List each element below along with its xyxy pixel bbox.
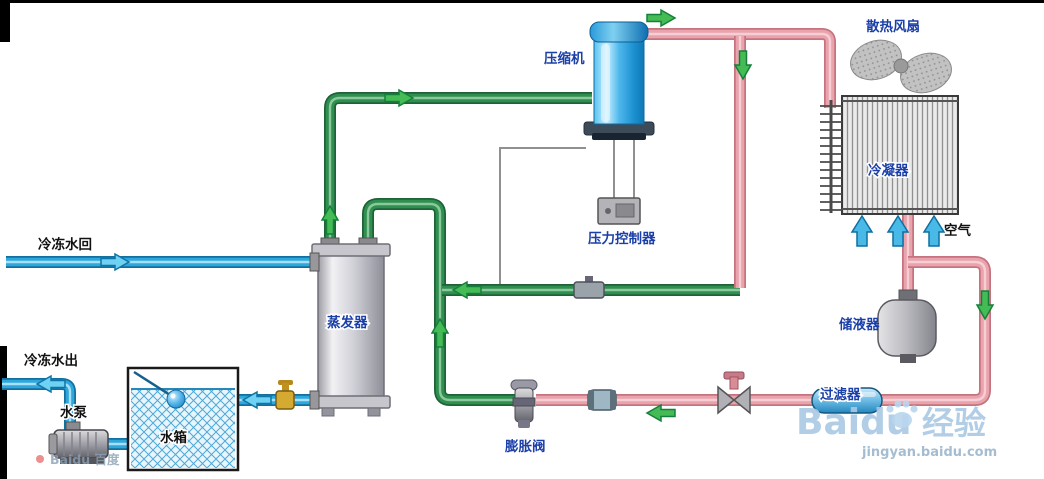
- baidu-jingyan-watermark: Baidu 经验 jingyan.baidu.com: [796, 400, 997, 460]
- compressor-label: 压缩机: [544, 50, 585, 67]
- paw-icon: [886, 400, 918, 428]
- watermark-suffix: 经验: [922, 404, 986, 442]
- scan-edge-top-left: [0, 0, 10, 42]
- scan-edge-bottom-left: [0, 346, 7, 479]
- air-flow-arrows: [851, 215, 945, 247]
- pressure-controller-label: 压力控制器: [588, 230, 656, 247]
- expansion-valve: [510, 379, 538, 428]
- cooling-fan-label: 散热风扇: [866, 18, 920, 35]
- condenser-label: 冷凝器: [868, 162, 909, 179]
- expansion-valve-label: 膨胀阀: [505, 438, 546, 455]
- liquid-receiver: [877, 289, 937, 363]
- liquid-line-valve: [717, 371, 751, 415]
- water-tank-label: 水箱: [160, 429, 187, 446]
- watermark-dot-icon: [36, 455, 44, 463]
- liquid-feed-pipe: [368, 204, 520, 400]
- air-label: 空气: [944, 222, 972, 239]
- condenser: [820, 95, 959, 215]
- chilled-water-return-label: 冷冻水回: [38, 236, 92, 253]
- flow-arrow-left-icon: [646, 404, 676, 422]
- bypass-solenoid: [573, 276, 605, 299]
- filter-drier: [811, 387, 883, 414]
- evaporator-label: 蒸发器: [327, 314, 368, 331]
- compressor: [583, 21, 655, 140]
- air-arrow-icon: [923, 215, 945, 247]
- chilled-water-out-label: 冷冻水出: [24, 352, 78, 369]
- flow-arrow-right-icon: [646, 9, 676, 27]
- tank-line-valve: [275, 380, 295, 410]
- water-tank: [126, 366, 240, 472]
- float-ball: [166, 389, 186, 409]
- watermark-corner-text: Baidu 百度: [50, 452, 120, 467]
- cooling-fan: [850, 39, 952, 94]
- sight-glass: [587, 389, 617, 411]
- water-pump: [48, 421, 109, 464]
- scan-edge-top: [0, 0, 1044, 3]
- float-arm: [133, 370, 171, 397]
- evaporator: [309, 237, 391, 417]
- air-arrow-icon: [851, 215, 873, 247]
- water-pump-label: 水泵: [60, 404, 87, 421]
- baidu-corner-watermark: Baidu 百度: [36, 452, 120, 467]
- filter-label: 过滤器: [820, 386, 861, 403]
- watermark-url: jingyan.baidu.com: [861, 445, 997, 460]
- pressure-sense-lines: [499, 138, 635, 288]
- receiver-label: 储液器: [838, 316, 880, 333]
- pressure-controller: [597, 197, 641, 225]
